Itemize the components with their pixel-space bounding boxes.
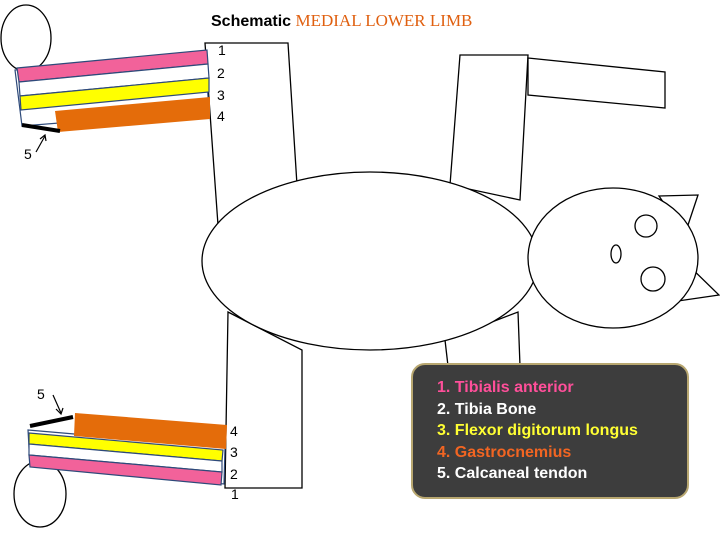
diagram-title: Schematic MEDIAL LOWER LIMB	[211, 11, 472, 31]
legend-item-calcaneal-tendon: 5. Calcaneal tendon	[437, 465, 588, 482]
upper-calcaneal-tendon	[21, 123, 61, 133]
bottom-label-2: 2	[230, 466, 238, 482]
legend-item-tibialis-anterior: 1. Tibialis anterior	[437, 379, 574, 396]
eye-lower	[640, 266, 666, 292]
legend-item-tibia-bone: 2. Tibia Bone	[437, 400, 537, 418]
top-label-1: 1	[218, 42, 226, 58]
upper-foreleg-segment	[449, 54, 529, 201]
eye-upper	[634, 214, 658, 238]
bottom-label-3: 3	[230, 444, 238, 460]
top-label-2: 2	[217, 65, 225, 81]
bottom-label-4: 4	[230, 423, 238, 439]
bottom-label-5: 5	[37, 386, 45, 402]
lower-gastrocnemius	[74, 413, 227, 449]
upper-tendon-arrow	[35, 135, 46, 153]
lower-calcaneal-tendon	[29, 415, 74, 428]
lower-tibialis-anterior	[28, 454, 223, 486]
lower-tendon-arrow	[52, 394, 62, 414]
title-bold: Schematic	[211, 13, 292, 30]
legend-item-gastrocnemius: 4. Gastrocnemius	[437, 443, 572, 461]
top-label-4: 4	[217, 108, 225, 124]
title-main: MEDIAL LOWER LIMB	[295, 11, 473, 30]
upper-gastrocnemius	[55, 97, 210, 132]
nose	[610, 244, 622, 264]
legend-item-flexor-digitorum-longus: 3. Flexor digitorum longus	[437, 422, 638, 439]
upper-forepaw-segment	[527, 57, 666, 109]
body	[201, 171, 539, 351]
legend-box: 1. Tibialis anterior 2. Tibia Bone 3. Fl…	[411, 363, 689, 499]
top-label-5: 5	[24, 146, 32, 162]
bottom-label-1: 1	[231, 486, 239, 502]
upper-foot	[0, 4, 52, 72]
lower-foot	[13, 460, 67, 528]
top-label-3: 3	[217, 87, 225, 103]
upper-flexor-digitorum-longus	[19, 77, 210, 111]
